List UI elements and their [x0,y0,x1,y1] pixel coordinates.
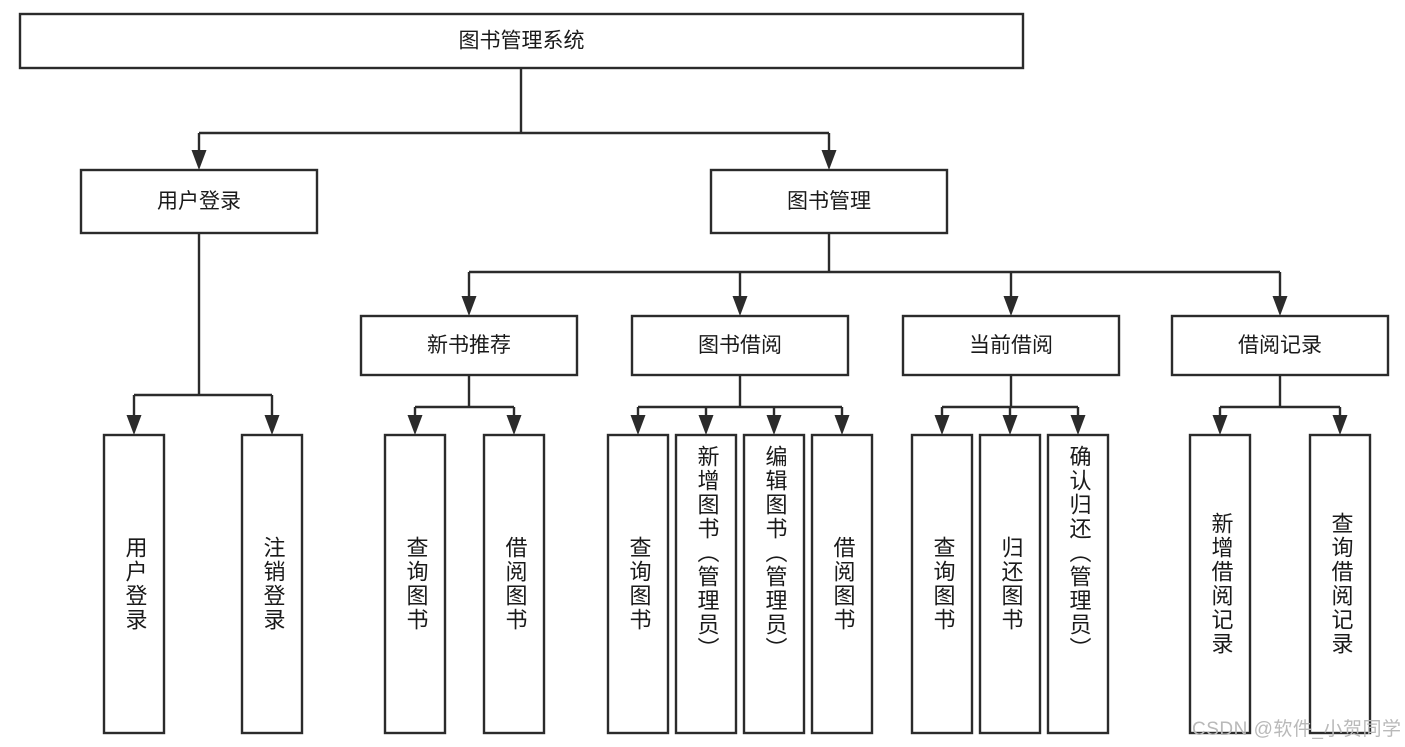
node-level3-新书推荐-label: 新书推荐 [427,334,511,357]
node-leaf-2-查询图书[interactable] [383,433,447,735]
node-leaf-6-编辑图书管理员-box[interactable] [742,433,806,735]
connector-arrow-icon [191,150,207,170]
connector-arrow-icon [1070,415,1086,435]
node-level3-新书推荐[interactable]: 新书推荐 [359,314,579,377]
node-level2-用户登录-box[interactable] [79,168,319,235]
node-level2-图书管理[interactable]: 图书管理 [709,168,949,235]
node-root-图书管理系统-label: 图书管理系统 [459,30,585,53]
connector-arrow-icon [698,415,714,435]
node-leaf-5-新增图书管理员-box[interactable] [674,433,738,735]
connector-arrow-icon [1212,415,1228,435]
node-level3-借阅记录[interactable]: 借阅记录 [1170,314,1390,377]
connector-arrow-icon [834,415,850,435]
node-level2-用户登录-label: 用户登录 [157,190,241,213]
connector-arrow-icon [1272,296,1288,316]
node-level2-图书管理-label: 图书管理 [787,190,871,213]
node-level3-借阅记录-box[interactable] [1170,314,1390,377]
node-level3-当前借阅-label: 当前借阅 [969,334,1053,357]
node-leaf-8-查询图书[interactable] [910,433,974,735]
node-leaf-7-借阅图书-box[interactable] [810,433,874,735]
connector-arrow-icon [407,415,423,435]
connector-arrow-icon [264,415,280,435]
node-leaf-7-借阅图书[interactable] [810,433,874,735]
node-level3-借阅记录-label: 借阅记录 [1238,334,1322,357]
node-leaf-8-查询图书-box[interactable] [910,433,974,735]
connector-arrow-icon [506,415,522,435]
node-leaf-1-注销登录-box[interactable] [240,433,304,735]
node-level3-当前借阅[interactable]: 当前借阅 [901,314,1121,377]
node-leaf-9-归还图书-box[interactable] [978,433,1042,735]
node-leaf-12-查询借阅记录-box[interactable] [1308,433,1372,735]
node-level3-图书借阅-label: 图书借阅 [698,334,782,357]
connector-arrow-icon [732,296,748,316]
node-leaf-6-编辑图书管理员[interactable] [742,433,806,735]
connector-arrow-icon [934,415,950,435]
connector-arrow-icon [1002,415,1018,435]
node-leaf-12-查询借阅记录[interactable] [1308,433,1372,735]
node-leaf-1-注销登录[interactable] [240,433,304,735]
node-leaf-10-确认归还管理员[interactable] [1046,433,1110,735]
node-leaf-9-归还图书[interactable] [978,433,1042,735]
node-leaf-4-查询图书[interactable] [606,433,670,735]
node-level2-图书管理-box[interactable] [709,168,949,235]
node-root-图书管理系统[interactable]: 图书管理系统 [18,12,1025,70]
node-leaf-3-借阅图书-box[interactable] [482,433,546,735]
node-leaf-10-确认归还管理员-box[interactable] [1046,433,1110,735]
connector-arrow-icon [821,150,837,170]
node-level3-图书借阅[interactable]: 图书借阅 [630,314,850,377]
node-level3-图书借阅-box[interactable] [630,314,850,377]
node-leaf-0-用户登录-box[interactable] [102,433,166,735]
connector-arrow-icon [766,415,782,435]
node-leaf-5-新增图书管理员[interactable] [674,433,738,735]
node-level3-新书推荐-box[interactable] [359,314,579,377]
connector-arrow-icon [461,296,477,316]
connector-arrow-icon [1003,296,1019,316]
node-leaf-0-用户登录[interactable] [102,433,166,735]
node-leaf-4-查询图书-box[interactable] [606,433,670,735]
node-leaf-11-新增借阅记录-box[interactable] [1188,433,1252,735]
csdn-watermark: CSDN @软件_小贺同学 [1192,719,1402,740]
node-root-图书管理系统-box[interactable] [18,12,1025,70]
node-level3-当前借阅-box[interactable] [901,314,1121,377]
connector-arrow-icon [126,415,142,435]
node-leaf-11-新增借阅记录[interactable] [1188,433,1252,735]
node-leaf-2-查询图书-box[interactable] [383,433,447,735]
connector-arrow-icon [630,415,646,435]
node-level2-用户登录[interactable]: 用户登录 [79,168,319,235]
connector-arrow-icon [1332,415,1348,435]
node-leaf-3-借阅图书[interactable] [482,433,546,735]
